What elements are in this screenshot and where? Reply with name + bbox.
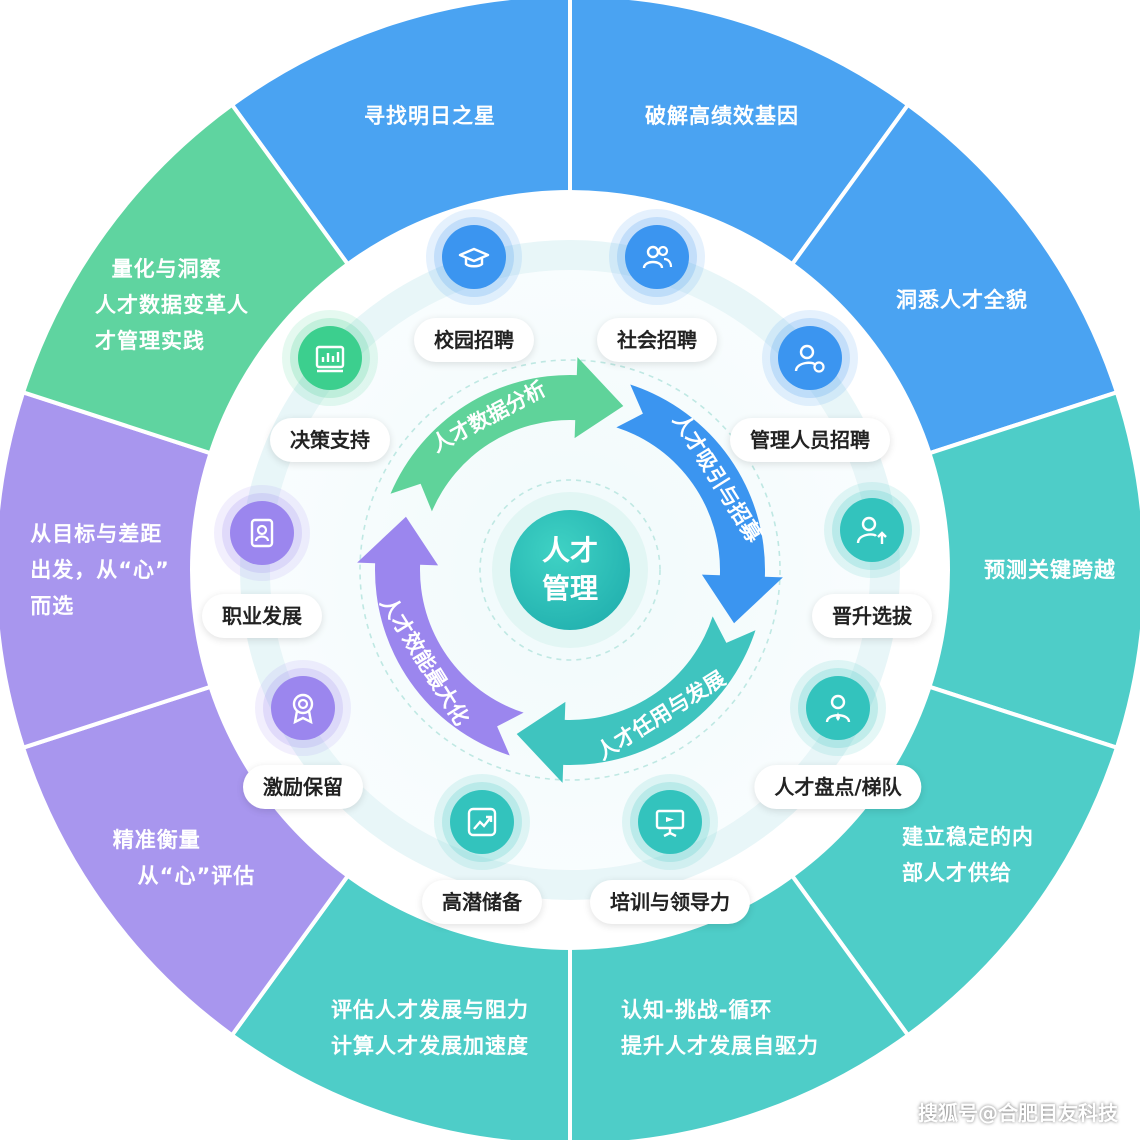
medal-icon xyxy=(271,676,335,740)
seg-measure-text: 精准衡量 从“心”评估 xyxy=(113,822,256,894)
training-label-pill[interactable]: 培训与领导力 xyxy=(590,880,750,924)
seg-evaluate-line: 评估人才发展与阻力 xyxy=(331,998,529,1022)
seg-quantify-line: 才管理实践 xyxy=(95,329,205,353)
seg-performance-gene-line: 破解高绩效基因 xyxy=(645,104,799,128)
seg-cognition-line: 提升人才发展自驱力 xyxy=(621,1034,819,1058)
seg-quantify-text: 量化与洞察人才数据变革人才管理实践 xyxy=(95,251,249,359)
presentation-icon xyxy=(638,790,702,854)
user-up-icon xyxy=(840,498,904,562)
center-title-line1: 人才 xyxy=(542,534,598,567)
seg-evaluate-line: 计算人才发展加速度 xyxy=(331,1034,529,1058)
incentive-label-pill[interactable]: 激励保留 xyxy=(243,765,363,809)
seg-cognition-line: 认知-挑战-循环 xyxy=(621,998,773,1022)
center-title-line2: 管理 xyxy=(542,572,598,605)
promotion-label-pill[interactable]: 晋升选拔 xyxy=(812,594,932,638)
trend-chart-icon xyxy=(450,790,514,854)
seg-predict-text: 预测关键跨越 xyxy=(984,552,1116,588)
social-icon-badge[interactable] xyxy=(609,209,705,305)
inventory-label-pill[interactable]: 人才盘点/梯队 xyxy=(754,765,922,809)
dashed-orbit-ring xyxy=(359,359,781,781)
dashboard-icon xyxy=(298,326,362,390)
promotion-icon-badge[interactable] xyxy=(824,482,920,578)
seg-quantify-line: 人才数据变革人 xyxy=(95,293,249,317)
seg-find-stars-line: 寻找明日之星 xyxy=(364,104,496,128)
campus-label-pill[interactable]: 校园招聘 xyxy=(414,318,534,362)
seg-talent-overview-text: 洞悉人才全貌 xyxy=(896,282,1028,318)
seg-cognition-text: 认知-挑战-循环提升人才发展自驱力 xyxy=(621,992,819,1064)
center-disc xyxy=(510,510,630,630)
career-icon-badge[interactable] xyxy=(214,485,310,581)
career-label-pill[interactable]: 职业发展 xyxy=(202,594,322,638)
decision-icon-badge[interactable] xyxy=(282,310,378,406)
seg-evaluate-text: 评估人才发展与阻力计算人才发展加速度 xyxy=(331,992,529,1064)
seg-performance-gene-text: 破解高绩效基因 xyxy=(645,98,799,134)
seg-measure-line: 从“心”评估 xyxy=(112,864,256,888)
user-tie-icon xyxy=(806,676,870,740)
group-icon xyxy=(625,225,689,289)
seg-internal-supply-text: 建立稳定的内部人才供给 xyxy=(902,819,1034,891)
seg-talent-overview-line: 洞悉人才全貌 xyxy=(896,288,1028,312)
seg-goal-gap-line: 而选 xyxy=(30,594,75,618)
graduation-cap-icon xyxy=(442,225,506,289)
seg-quantify-line: 量化与洞察 xyxy=(95,257,222,281)
manager-icon-badge[interactable] xyxy=(762,310,858,406)
cycle-employ-arrow xyxy=(516,616,756,783)
incentive-icon-badge[interactable] xyxy=(255,660,351,756)
cycle-attract-arrow xyxy=(616,384,783,624)
campus-icon-badge[interactable] xyxy=(426,209,522,305)
seg-goal-gap-text: 从目标与差距出发，从“心” 而选 xyxy=(30,516,170,624)
dashed-inner-ring xyxy=(479,479,661,661)
cycle-effect-arrow xyxy=(357,516,524,756)
seg-measure-line: 精准衡量 xyxy=(112,828,201,852)
seg-goal-gap-line: 出发，从“心” xyxy=(30,558,170,582)
user-gear-icon xyxy=(778,326,842,390)
profile-card-icon xyxy=(230,501,294,565)
training-icon-badge[interactable] xyxy=(622,774,718,870)
seg-internal-supply-line: 建立稳定的内 xyxy=(902,825,1034,849)
seg-find-stars-text: 寻找明日之星 xyxy=(364,98,496,134)
seg-predict-line: 预测关键跨越 xyxy=(984,558,1116,582)
social-label-pill[interactable]: 社会招聘 xyxy=(597,318,717,362)
manager-label-pill[interactable]: 管理人员招聘 xyxy=(730,418,890,462)
potential-label-pill[interactable]: 高潜储备 xyxy=(422,880,542,924)
seg-internal-supply-line: 部人才供给 xyxy=(902,861,1012,885)
watermark-text: 搜狐号@合肥目友科技 xyxy=(918,1101,1118,1125)
potential-icon-badge[interactable] xyxy=(434,774,530,870)
inventory-icon-badge[interactable] xyxy=(790,660,886,756)
decision-label-pill[interactable]: 决策支持 xyxy=(270,418,390,462)
cycle-data-arrow xyxy=(390,357,624,512)
seg-goal-gap-line: 从目标与差距 xyxy=(30,522,163,546)
node-track-ring xyxy=(240,240,900,900)
